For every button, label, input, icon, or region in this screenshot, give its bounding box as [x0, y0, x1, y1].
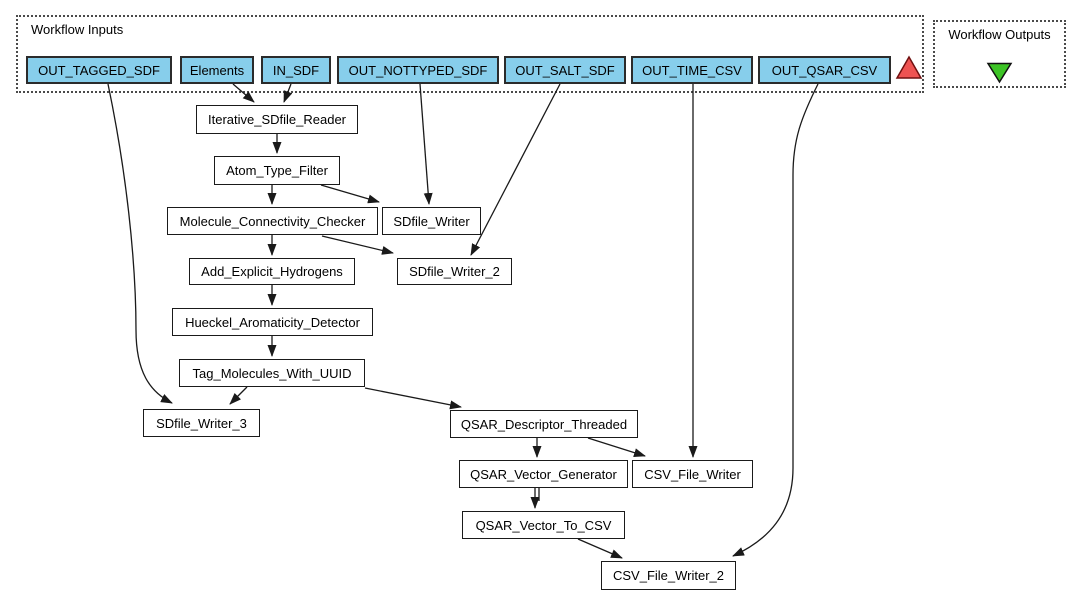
- processor-node-label: Atom_Type_Filter: [226, 163, 328, 178]
- processor-node-label: CSV_File_Writer_2: [612, 568, 725, 583]
- workflow-outputs-group-label: Workflow Outputs: [948, 27, 1051, 42]
- input-port-label: OUT_TAGGED_SDF: [38, 62, 160, 78]
- processor-node-label: SDfile_Writer_3: [156, 415, 247, 431]
- processor-node-label: Hueckel_Aromaticity_Detector: [185, 314, 360, 330]
- edge-OUT_NOTTYPED_SDF-to-SDfile_Writer: [419, 83, 433, 205]
- processor-node-Hueckel_Aromaticity_Detector[interactable]: Hueckel_Aromaticity_Detector: [172, 308, 373, 336]
- input-port-OUT_TIME_CSV[interactable]: OUT_TIME_CSV: [631, 56, 753, 84]
- processor-node-label: SDfile_Writer: [393, 213, 470, 229]
- input-port-OUT_TAGGED_SDF[interactable]: OUT_TAGGED_SDF: [26, 56, 172, 84]
- processor-node-SDfile_Writer[interactable]: SDfile_Writer: [382, 207, 481, 235]
- edge-Tag_Molecules_With_UUID-to-QSAR_Descriptor_Threaded: [364, 387, 462, 410]
- input-port-IN_SDF[interactable]: IN_SDF: [261, 56, 331, 84]
- processor-node-QSAR_Vector_Generator[interactable]: QSAR_Vector_Generator: [459, 460, 628, 488]
- workflow-inputs-group-label: Workflow Inputs: [31, 22, 124, 37]
- processor-node-label: Add_Explicit_Hydrogens: [201, 264, 343, 279]
- processor-node-Add_Explicit_Hydrogens[interactable]: Add_Explicit_Hydrogens: [189, 258, 355, 285]
- input-port-label: IN_SDF: [272, 62, 320, 78]
- input-port-label: Elements: [189, 62, 245, 78]
- edge-QSAR_Descriptor_Threaded-to-CSV_File_Writer: [587, 437, 646, 457]
- edge-Molecule_Connectivity_Checker-to-SDfile_Writer_2: [321, 235, 394, 255]
- workflow-outputs-group: Workflow Outputs: [933, 20, 1066, 88]
- input-port-label: OUT_SALT_SDF: [515, 62, 615, 78]
- processor-node-label: Molecule_Connectivity_Checker: [179, 213, 366, 229]
- processor-node-label: Iterative_SDfile_Reader: [207, 112, 347, 127]
- processor-node-CSV_File_Writer[interactable]: CSV_File_Writer: [632, 460, 753, 488]
- processor-node-label: QSAR_Descriptor_Threaded: [460, 416, 628, 432]
- processor-node-label: QSAR_Vector_Generator: [470, 466, 617, 482]
- processor-node-Tag_Molecules_With_UUID[interactable]: Tag_Molecules_With_UUID: [179, 359, 365, 387]
- input-port-label: OUT_TIME_CSV: [642, 62, 742, 78]
- workflow-input-marker-icon[interactable]: [895, 55, 923, 79]
- edge-OUT_TAGGED_SDF-to-SDfile_Writer_3: [107, 83, 173, 404]
- processor-node-Iterative_SDfile_Reader[interactable]: Iterative_SDfile_Reader: [196, 105, 358, 134]
- edge-QSAR_Vector_To_CSV-to-CSV_File_Writer_2: [577, 538, 623, 559]
- processor-node-label: Tag_Molecules_With_UUID: [192, 365, 352, 381]
- processor-node-label: QSAR_Vector_To_CSV: [475, 517, 612, 533]
- input-port-Elements[interactable]: Elements: [180, 56, 254, 84]
- processor-node-Molecule_Connectivity_Checker[interactable]: Molecule_Connectivity_Checker: [167, 207, 378, 235]
- edge-OUT_SALT_SDF-to-SDfile_Writer_2: [470, 83, 561, 256]
- processor-node-QSAR_Vector_To_CSV[interactable]: QSAR_Vector_To_CSV: [462, 511, 625, 539]
- processor-node-SDfile_Writer_2[interactable]: SDfile_Writer_2: [397, 258, 512, 285]
- processor-node-QSAR_Descriptor_Threaded[interactable]: QSAR_Descriptor_Threaded: [450, 410, 638, 438]
- input-port-OUT_NOTTYPED_SDF[interactable]: OUT_NOTTYPED_SDF: [337, 56, 499, 84]
- workflow-output-marker-icon[interactable]: [986, 62, 1013, 84]
- input-port-label: OUT_NOTTYPED_SDF: [348, 62, 488, 78]
- workflow-inputs-group: Workflow Inputs: [16, 15, 924, 93]
- edge-Tag_Molecules_With_UUID-to-SDfile_Writer_3: [229, 386, 248, 405]
- processor-node-label: SDfile_Writer_2: [409, 264, 500, 279]
- processor-node-Atom_Type_Filter[interactable]: Atom_Type_Filter: [214, 156, 340, 185]
- processor-node-CSV_File_Writer_2[interactable]: CSV_File_Writer_2: [601, 561, 736, 590]
- processor-node-SDfile_Writer_3[interactable]: SDfile_Writer_3: [143, 409, 260, 437]
- input-port-label: OUT_QSAR_CSV: [771, 62, 878, 78]
- edge-Atom_Type_Filter-to-SDfile_Writer: [320, 184, 380, 204]
- input-port-OUT_QSAR_CSV[interactable]: OUT_QSAR_CSV: [758, 56, 891, 84]
- input-port-OUT_SALT_SDF[interactable]: OUT_SALT_SDF: [504, 56, 626, 84]
- processor-node-label: CSV_File_Writer: [644, 466, 741, 482]
